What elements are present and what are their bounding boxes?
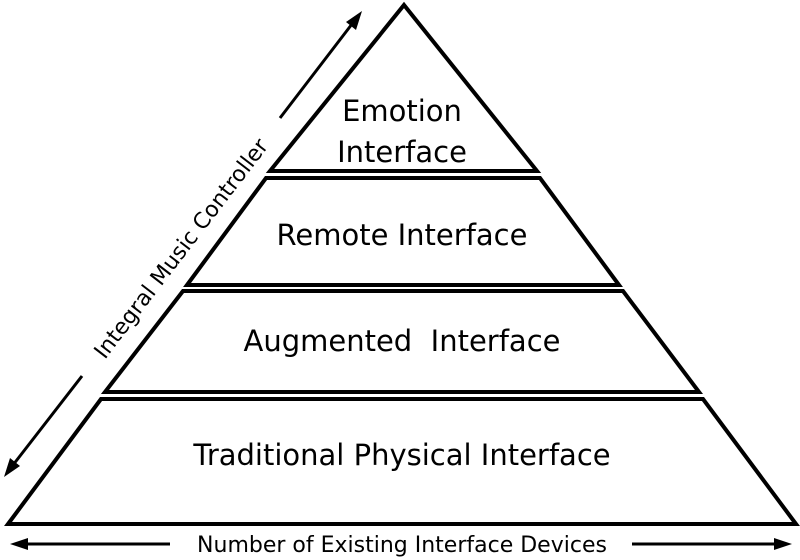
devices-axis-label: Number of Existing Interface Devices [197,533,607,558]
tier-emotion [265,1,542,173]
tier-augmented-label: Augmented Interface [244,324,561,358]
tier-remote [183,176,623,287]
devices-arrow-head-right [774,538,792,550]
tier-augmented [100,289,704,394]
integral-arrow-line-upper [278,23,354,119]
tier-emotion-label-line1: Emotion [342,94,462,128]
tier-traditional [4,397,800,526]
devices-arrow-head-left [10,538,28,550]
tier-remote-label: Remote Interface [277,218,528,252]
integral-arrow-head-up [346,11,362,30]
tier-emotion-label-line2: Interface [337,135,467,169]
tier-traditional-label: Traditional Physical Interface [192,438,610,472]
integral-arrow-head-down [4,458,20,477]
integral-axis-arrow [4,11,362,477]
integral-arrow-line-lower [11,375,84,466]
devices-axis-arrow [10,538,792,550]
